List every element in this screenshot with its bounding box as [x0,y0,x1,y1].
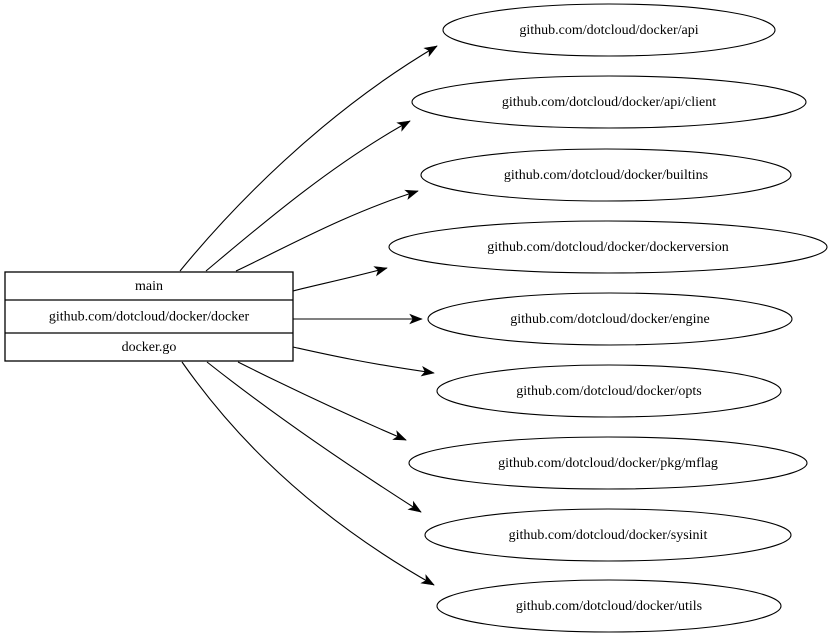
node-api-client-label: github.com/dotcloud/docker/api/client [502,95,716,110]
node-sysinit[interactable]: github.com/dotcloud/docker/sysinit [424,508,792,562]
node-engine-ellipse [427,292,793,346]
edge-main-builtins[interactable] [235,187,419,272]
node-pkg-mflag-ellipse [408,436,808,490]
edge-main-utils-arrowhead [420,574,435,586]
node-sysinit-label: github.com/dotcloud/docker/sysinit [509,528,708,543]
node-api-ellipse [442,3,776,57]
edge-main-pkg-mflag-arrowhead [392,430,407,441]
edge-main-dockerversion-line [292,267,388,292]
edge-main-api-client-arrowhead [396,120,411,132]
edge-main-utils[interactable] [181,361,436,589]
node-opts-ellipse [436,364,782,418]
node-dockerversion[interactable]: github.com/dotcloud/docker/dockerversion [388,220,828,274]
node-pkg-mflag-label: github.com/dotcloud/docker/pkg/mflag [498,456,718,471]
node-utils[interactable]: github.com/dotcloud/docker/utils [436,579,782,633]
record-outline [4,271,294,362]
edge-main-opts[interactable] [292,346,435,378]
record-row-1-label: github.com/dotcloud/docker/docker [49,310,250,325]
nodes-layer: github.com/dotcloud/docker/api github.com… [388,3,828,633]
node-builtins-ellipse [420,148,792,202]
node-engine-label: github.com/dotcloud/docker/engine [510,312,709,327]
node-api-client-ellipse [411,75,807,129]
record-row-0-label: main [135,279,163,294]
edge-main-builtins-arrowhead [404,189,419,200]
edge-main-dockerversion-arrowhead [373,266,388,277]
node-engine[interactable]: github.com/dotcloud/docker/engine [427,292,793,346]
edge-main-sysinit[interactable] [206,361,423,516]
edge-main-pkg-mflag[interactable] [237,361,408,444]
edge-main-sysinit-line [206,361,422,513]
edge-main-dockerversion[interactable] [292,264,388,292]
edge-main-opts-arrowhead [420,366,435,377]
node-pkg-mflag[interactable]: github.com/dotcloud/docker/pkg/mflag [408,436,808,490]
edge-main-engine-arrowhead [409,313,423,325]
node-builtins[interactable]: github.com/dotcloud/docker/builtins [420,148,792,202]
node-api-label: github.com/dotcloud/docker/api [519,23,698,38]
edges-layer [179,42,439,589]
edge-main-api[interactable] [179,42,439,272]
edge-main-pkg-mflag-line [237,361,407,441]
edge-main-api-arrowhead [423,45,438,58]
node-utils-ellipse [436,579,782,633]
record-row-2-label: docker.go [122,340,177,355]
node-dockerversion-label: github.com/dotcloud/docker/dockerversion [487,240,728,255]
node-dockerversion-ellipse [388,220,828,274]
edge-main-opts-line [292,346,435,374]
edge-main-utils-line [181,361,435,586]
node-api[interactable]: github.com/dotcloud/docker/api [442,3,776,57]
node-opts[interactable]: github.com/dotcloud/docker/opts [436,364,782,418]
node-api-client[interactable]: github.com/dotcloud/docker/api/client [411,75,807,129]
main-package-record[interactable]: main github.com/dotcloud/docker/docker doc… [4,271,294,362]
node-opts-label: github.com/dotcloud/docker/opts [516,384,701,399]
edge-main-api-line [179,45,438,272]
edge-main-sysinit-arrowhead [407,500,422,513]
edge-main-api-client[interactable] [205,117,412,272]
edge-main-builtins-line [235,190,419,272]
edge-main-api-client-line [205,120,411,272]
edge-main-engine[interactable] [293,313,423,325]
root-node-layer: main github.com/dotcloud/docker/docker doc… [4,271,294,362]
node-builtins-label: github.com/dotcloud/docker/builtins [504,168,708,183]
node-sysinit-ellipse [424,508,792,562]
node-utils-label: github.com/dotcloud/docker/utils [516,599,702,614]
